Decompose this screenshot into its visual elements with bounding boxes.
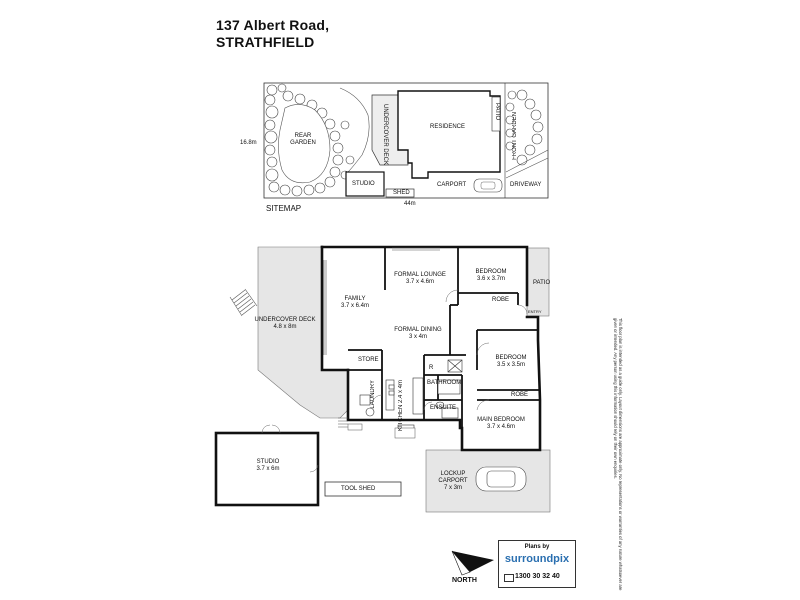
formal-lounge-size: 3.7 x 4.6m <box>405 279 434 285</box>
bathroom-label: BATHROOM <box>427 380 462 386</box>
garden-path <box>339 87 370 173</box>
tool-shed-walls <box>324 481 402 497</box>
rear-garden-lawn <box>278 104 331 184</box>
studio-size: 3.7 x 6m <box>256 466 280 472</box>
deck-steps <box>229 288 258 317</box>
main-bedroom-size: 3.7 x 4.6m <box>486 424 515 430</box>
family-label: FAMILY 3.7 x 6.4m <box>335 296 375 310</box>
bedroom2-name: BEDROOM <box>495 355 527 361</box>
kitchen-size: 2.4 x 4m <box>398 380 404 404</box>
studio-label: STUDIO 3.7 x 6m <box>252 459 284 473</box>
sitemap-shed <box>385 188 415 198</box>
branding-box: Plans by surroundpix 1300 30 32 40 <box>498 540 576 588</box>
sitemap-residence-label: RESIDENCE <box>430 124 466 130</box>
main-bedroom-name: MAIN BEDROOM <box>477 417 525 423</box>
formal-dining-name: FORMAL DINING <box>394 327 442 333</box>
r-label: R <box>429 365 434 371</box>
sitemap-patio-label: PATIO <box>494 103 500 121</box>
undercover-deck-size: 4.8 x 8m <box>273 324 297 330</box>
sitemap-studio <box>345 171 385 197</box>
entry-label: ENTRY <box>528 309 542 314</box>
store-label: STORE <box>358 357 379 363</box>
north-label: NORTH <box>452 577 477 584</box>
formal-dining-label: FORMAL DINING 3 x 4m <box>393 327 443 341</box>
sitemap-driveway-label: DRIVEWAY <box>510 182 542 188</box>
sitemap-residence <box>397 90 501 179</box>
brand-logo: surroundpix <box>504 553 570 565</box>
carport-car <box>475 466 527 492</box>
rear-garden-text: REAR GARDEN <box>290 133 316 146</box>
family-name: FAMILY <box>344 296 366 302</box>
sitemap-patio <box>491 96 501 132</box>
front-garden-shrubs <box>505 89 544 166</box>
brand-phone-icon <box>504 574 514 582</box>
sitemap-driveway <box>505 149 549 179</box>
undercover-deck-area <box>257 246 349 419</box>
sitemap-shed-label: SHED <box>393 190 410 196</box>
sitemap-depth-label: 16.8m <box>240 140 257 146</box>
rear-garden-shrubs <box>264 83 355 197</box>
sitemap-carport-label: CARPORT <box>437 182 467 188</box>
bathroom-fixtures <box>359 359 463 419</box>
disclaimer-text: This floor plan is intended as a guide o… <box>613 318 623 591</box>
undercover-deck-label: UNDERCOVER DECK 4.8 x 8m <box>252 317 318 331</box>
bedroom1-size: 3.6 x 3.7m <box>476 276 505 282</box>
formal-lounge-label: FORMAL LOUNGE 3.7 x 4.6m <box>392 272 448 286</box>
kitchen-label: KITCHEN 2.4 x 4m <box>398 380 405 431</box>
brand-phone: 1300 30 32 40 <box>515 573 560 580</box>
address-line-1: 137 Albert Road, <box>216 17 330 33</box>
ensuite-label: ENSUITE <box>430 405 457 411</box>
lockup-carport-label: LOCKUP CARPORT 7 x 3m <box>436 471 470 492</box>
undercover-deck-name: UNDERCOVER DECK <box>254 317 316 323</box>
studio-name: STUDIO <box>256 459 280 465</box>
rear-steps <box>338 417 416 439</box>
kitchen-name: KITCHEN <box>398 404 404 432</box>
sitemap-width-label: 44m <box>404 201 416 207</box>
windows <box>323 247 440 355</box>
robe1-label: ROBE <box>492 297 510 303</box>
plans-by-text: Plans by <box>524 544 550 550</box>
door-swings <box>371 289 528 411</box>
sitemap-rear-garden-label: REAR GARDEN <box>288 133 318 147</box>
robe2-label: ROBE <box>511 392 529 398</box>
interior-walls <box>348 247 540 428</box>
formal-dining-size: 3 x 4m <box>408 334 427 340</box>
address-line-2: STRATHFIELD <box>216 34 315 50</box>
sitemap-car <box>473 178 503 193</box>
laundry-label: LAUNDRY <box>370 380 376 409</box>
tool-shed-label: TOOL SHED <box>341 486 376 492</box>
bedroom1-label: BEDROOM 3.6 x 3.7m <box>468 269 514 283</box>
formal-lounge-name: FORMAL LOUNGE <box>394 272 446 278</box>
patio-label: PATIO <box>533 280 551 286</box>
sitemap-undercover-deck-label: UNDERCOVER DECK <box>382 104 388 166</box>
bedroom2-label: BEDROOM 3.5 x 3.5m <box>488 355 534 369</box>
bedroom1-name: BEDROOM <box>475 269 507 275</box>
sitemap-title: SITEMAP <box>266 204 302 213</box>
sitemap-studio-label: STUDIO <box>352 181 375 187</box>
family-size: 3.7 x 6.4m <box>340 303 369 309</box>
studio-walls <box>214 431 320 507</box>
lockup-carport-size: 7 x 3m <box>443 485 462 491</box>
studio-door <box>261 424 281 434</box>
bedroom2-size: 3.5 x 3.5m <box>496 362 525 368</box>
lockup-carport-name: LOCKUP CARPORT <box>438 471 468 484</box>
main-bedroom-label: MAIN BEDROOM 3.7 x 4.6m <box>475 417 527 431</box>
north-arrow-icon <box>452 551 494 572</box>
